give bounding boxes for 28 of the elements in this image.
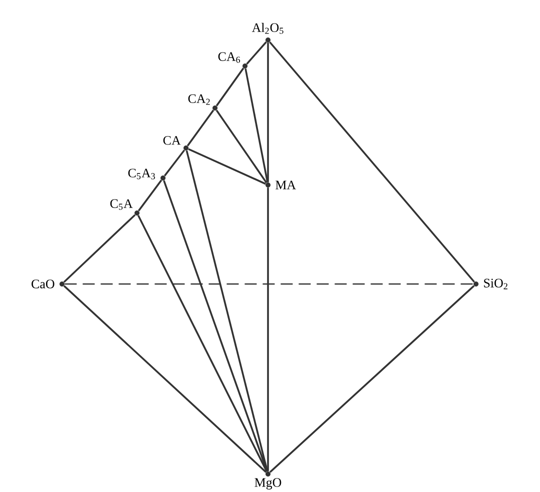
- point-label: SiO$_{2}$: [484, 278, 508, 290]
- point-label: CA$_{2}$: [188, 94, 210, 105]
- point-label: C$_{5}$A$_{3}$: [128, 168, 155, 180]
- tie-line: [163, 180, 268, 472]
- tie-line: [63, 214, 136, 283]
- point-label: CA$_{6}$: [218, 52, 240, 63]
- point-label: CA: [163, 136, 181, 145]
- tie-line: [164, 150, 186, 176]
- tie-line: [138, 180, 162, 212]
- tie-line: [244, 68, 268, 183]
- tie-line: [63, 285, 267, 473]
- tie-line: [186, 150, 268, 472]
- point-label: C$_{5}$A: [110, 199, 133, 210]
- tie-line: [267, 188, 269, 472]
- tie-line: [269, 41, 475, 283]
- tie-line: [246, 41, 267, 65]
- tie-line: [269, 285, 475, 473]
- tie-line: [186, 110, 214, 146]
- tie-line: [216, 110, 268, 184]
- tie-line: [137, 215, 268, 472]
- dashed-line: [64, 283, 474, 285]
- point-label: MA: [276, 180, 296, 190]
- tie-line: [267, 42, 269, 182]
- tie-line: [188, 148, 266, 185]
- point-label: CaO: [32, 280, 54, 288]
- tie-line: [216, 68, 244, 106]
- point-label: Al$_{2}$O$_{5}$: [252, 22, 284, 34]
- point-label: MgO: [254, 478, 282, 490]
